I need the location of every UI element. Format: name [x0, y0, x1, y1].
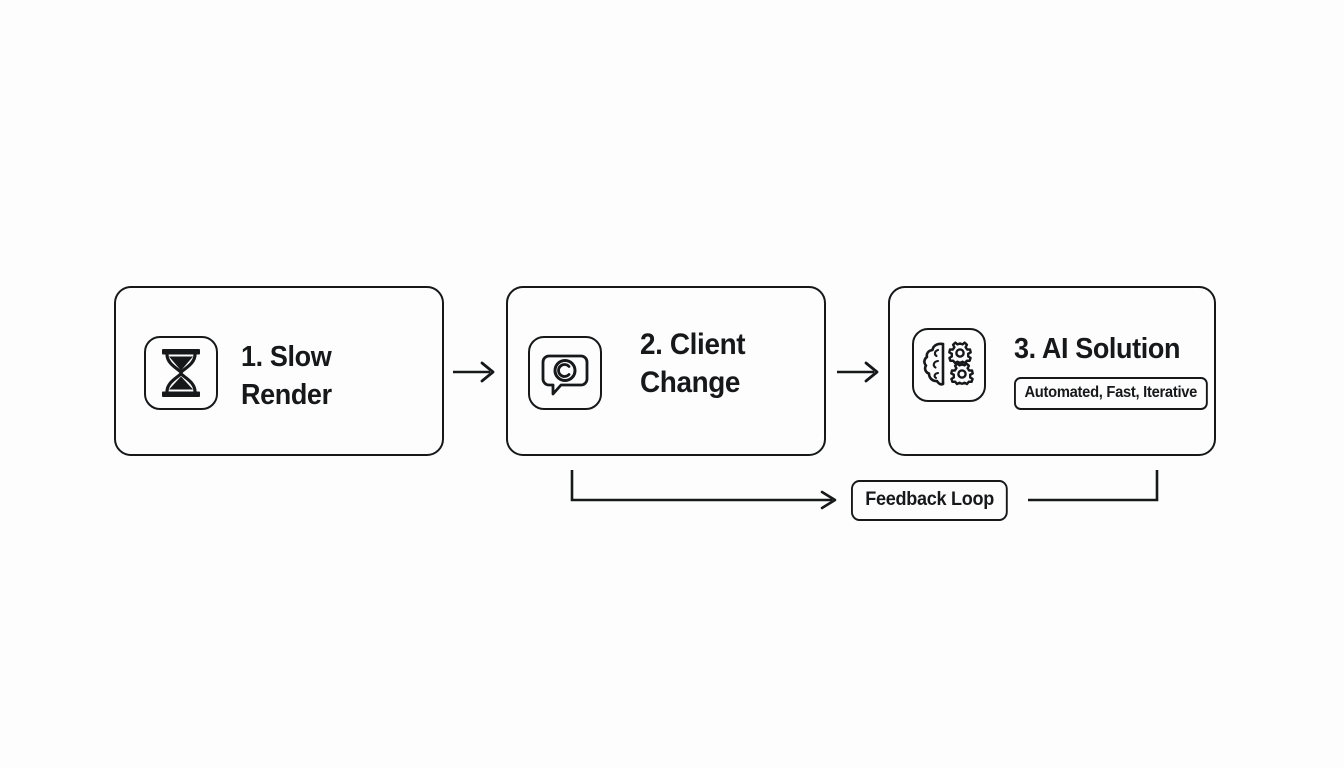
brain-gears-icon: [923, 341, 974, 386]
stage-box-ai-solution[interactable]: 3. AI Solution Automated, Fast, Iterativ…: [888, 286, 1216, 456]
stage-3-title: 3. AI Solution: [1014, 333, 1181, 365]
hourglass-icon: [162, 349, 200, 397]
hourglass-icon-tile: [144, 336, 218, 410]
stage-2-title: 2. Client Change: [640, 328, 746, 399]
feedback-loop-badge[interactable]: Feedback Loop: [851, 480, 1009, 521]
stage-2-text-block: 2. Client Change: [640, 326, 820, 402]
arrow-right-icon: [453, 361, 495, 383]
feedback-loop-connector: [570, 470, 1159, 510]
stage-3-text-block: 3. AI Solution Automated, Fast, Iterativ…: [1014, 330, 1214, 410]
stage-1-title: 1. Slow Render: [241, 341, 332, 411]
stage-1-text-block: 1. Slow Render: [241, 338, 436, 414]
arrow-right-icon: [837, 361, 879, 383]
speech-bubble-icon-tile: [528, 336, 602, 410]
stage-3-badge: Automated, Fast, Iterative: [1014, 377, 1208, 410]
speech-bubble-copyright-icon: [541, 354, 589, 396]
brain-gears-icon-tile: [912, 328, 986, 402]
stage-box-slow-render[interactable]: 1. Slow Render: [114, 286, 444, 456]
stage-box-client-change[interactable]: 2. Client Change: [506, 286, 826, 456]
